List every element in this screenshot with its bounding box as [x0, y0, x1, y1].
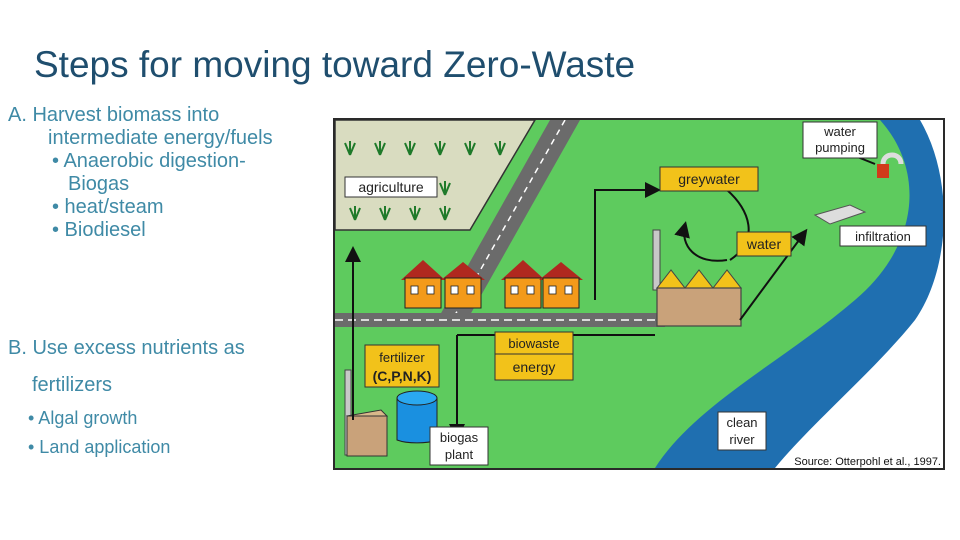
section-a-bullet-cont: Biogas	[68, 173, 130, 195]
flow-arrow-infiltration	[739, 228, 808, 321]
section-b-heading: B. Use excess nutrients as	[8, 337, 245, 359]
svg-text:greywater: greywater	[678, 171, 740, 187]
svg-text:fertilizer: fertilizer	[379, 350, 425, 365]
label-greywater: greywater	[659, 166, 759, 192]
pump-icon	[877, 152, 904, 178]
flow-arrow-greywater	[594, 182, 661, 300]
svg-text:biogas: biogas	[440, 430, 479, 445]
label-fertilizer: fertilizer (C,P,N,K)	[364, 344, 440, 388]
svg-text:plant: plant	[445, 447, 474, 462]
svg-text:agriculture: agriculture	[358, 179, 424, 195]
svg-text:water: water	[823, 124, 856, 139]
section-a-bullet: • Anaerobic digestion-	[52, 150, 246, 172]
svg-text:pumping: pumping	[815, 140, 865, 155]
section-a-bullet: • Biodiesel	[52, 219, 146, 241]
section-a-bullet: • heat/steam	[52, 196, 164, 218]
section-b: B. Use excess nutrients as fertilizers •…	[8, 330, 245, 462]
zero-waste-diagram: agriculture water pumping greywater wate…	[333, 118, 945, 470]
svg-text:river: river	[729, 432, 755, 447]
svg-text:clean: clean	[726, 415, 757, 430]
label-infiltration: infiltration	[839, 225, 927, 247]
label-agriculture: agriculture	[344, 176, 438, 198]
infiltration-area	[813, 204, 867, 225]
label-clean-river: clean river	[717, 411, 767, 451]
source-citation: Source: Otterpohl et al., 1997.	[794, 456, 941, 468]
svg-text:energy: energy	[513, 359, 556, 375]
label-biowaste-energy: biowaste energy	[494, 331, 574, 381]
section-a-heading: A. Harvest biomass into	[8, 104, 220, 126]
section-a-heading-cont: intermediate energy/fuels	[48, 127, 273, 149]
label-water-pumping: water pumping	[802, 121, 878, 159]
section-b-bullet: • Land application	[28, 437, 171, 457]
treatment-plant	[652, 229, 743, 327]
section-a: A. Harvest biomass into intermediate ene…	[8, 104, 273, 242]
svg-text:biowaste: biowaste	[508, 336, 559, 351]
svg-text:infiltration: infiltration	[855, 229, 911, 244]
main-road	[335, 313, 665, 327]
river-bank	[715, 120, 943, 468]
agriculture-field	[334, 119, 537, 231]
section-b-heading-cont: fertilizers	[32, 374, 113, 396]
section-b-bullet: • Algal growth	[28, 408, 138, 428]
river	[655, 120, 944, 468]
svg-text:water: water	[746, 236, 782, 252]
houses	[401, 260, 583, 309]
label-water: water	[736, 231, 792, 257]
slide-title: Steps for moving toward Zero-Waste	[34, 44, 636, 85]
svg-text:(C,P,N,K): (C,P,N,K)	[373, 368, 432, 384]
label-biogas-plant: biogas plant	[429, 426, 489, 466]
storage-tank	[344, 369, 438, 457]
